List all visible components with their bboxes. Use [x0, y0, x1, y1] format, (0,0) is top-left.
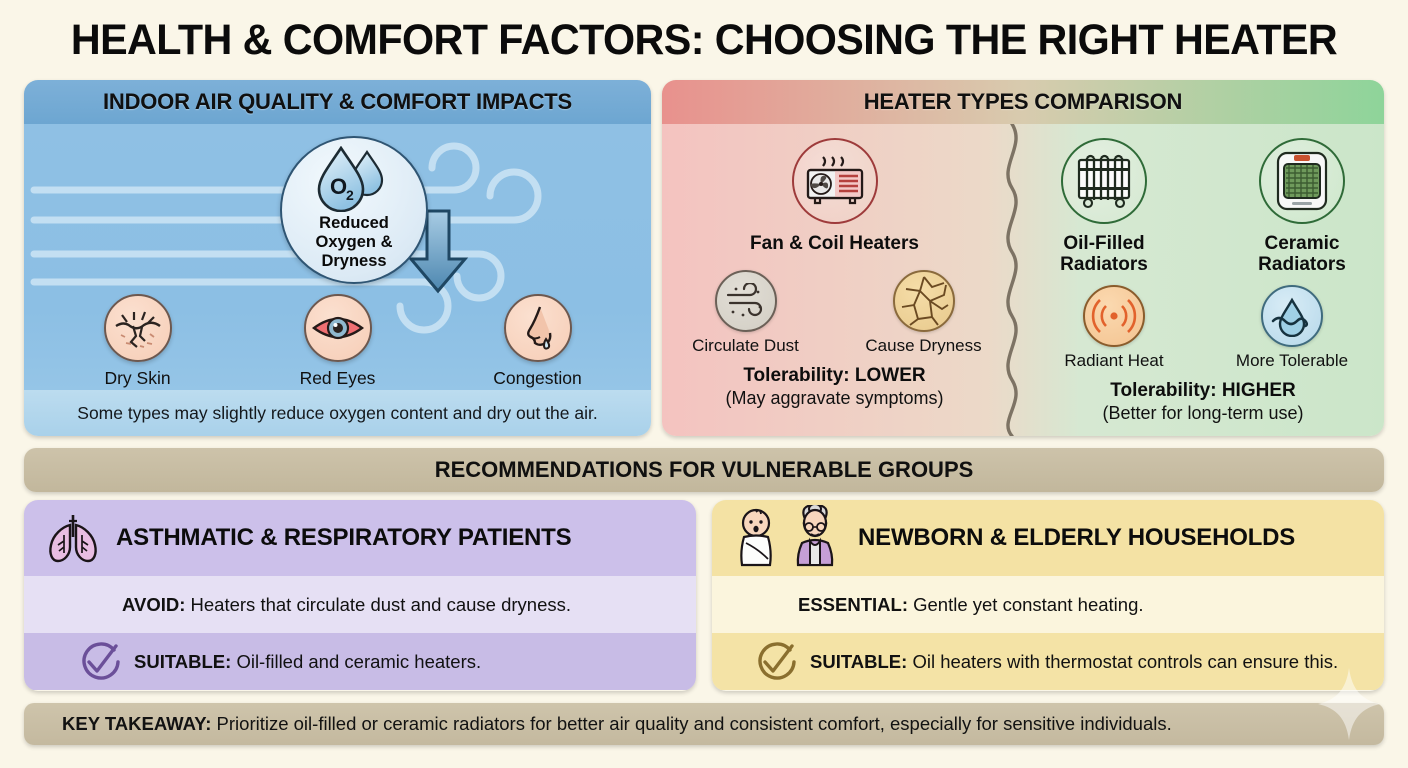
symptom-label: Red Eyes — [299, 368, 376, 388]
lungs-icon — [49, 515, 97, 563]
svg-text:2: 2 — [346, 187, 354, 203]
elderly-essential-text: Gentle yet constant heating. — [913, 593, 1144, 615]
fan-coil-column: Fan & Coil Heaters Circula — [662, 124, 1007, 409]
right-panel-header: HEATER TYPES COMPARISON — [662, 80, 1384, 124]
baby-elderly-icon — [740, 505, 834, 567]
asthma-avoid-row: AVOID: Heaters that circulate dust and c… — [24, 576, 696, 633]
badge-line-1: Reduced — [319, 214, 389, 232]
oil-filled-label-1: Oil-Filled — [1063, 233, 1145, 254]
sub-label: Radiant Heat — [1064, 351, 1164, 370]
red-eye-icon — [303, 294, 372, 362]
asthma-avoid-label: AVOID: — [122, 593, 191, 615]
asthma-suitable-row: SUITABLE: Oil-filled and ceramic heaters… — [24, 633, 696, 690]
sub-item: More Tolerable — [1218, 285, 1366, 371]
symptom-item: Congestion — [479, 294, 597, 389]
elderly-suitable-label: SUITABLE: — [810, 650, 913, 672]
oil-filled-label-2: Radiators — [1060, 254, 1148, 275]
symptom-label: Congestion — [493, 368, 582, 388]
cracked-dryness-icon — [892, 270, 955, 332]
fan-coil-sub-row: Circulate Dust Cause Dryness — [662, 270, 1007, 356]
svg-text:O: O — [330, 174, 347, 199]
radiator-item: Ceramic Radiators — [1227, 138, 1377, 275]
ceramic-label-1: Ceramic — [1264, 233, 1340, 254]
asthma-card-header: ASTHMATIC & RESPIRATORY PATIENTS — [24, 500, 696, 576]
check-circle-icon — [82, 641, 120, 680]
water-droplet-o2-icon: O 2 — [317, 146, 384, 212]
symptom-item: Dry Skin — [79, 294, 197, 389]
takeaway-label: KEY TAKEAWAY: — [62, 713, 217, 734]
symptoms-row: Dry Skin Red Eyes — [24, 294, 651, 389]
page-title: HEALTH & COMFORT FACTORS: CHOOSING THE R… — [70, 16, 1338, 64]
asthmatic-patients-card: ASTHMATIC & RESPIRATORY PATIENTS AVOID: … — [24, 500, 696, 691]
recommendations-band: RECOMMENDATIONS FOR VULNERABLE GROUPS — [24, 448, 1384, 492]
sub-label: Cause Dryness — [865, 336, 982, 355]
dry-skin-icon — [103, 294, 172, 362]
oil-filled-radiator-icon — [1061, 138, 1147, 224]
fan-coil-label: Fan & Coil Heaters — [750, 233, 919, 254]
badge-line-2: Oxygen & — [315, 233, 393, 251]
down-arrow-icon — [407, 209, 469, 294]
left-panel-header: INDOOR AIR QUALITY & COMFORT IMPACTS — [24, 80, 651, 124]
radiators-column: Oil-Filled Radiators — [1022, 124, 1384, 424]
newborn-elderly-card: NEWBORN & ELDERLY HOUSEHOLDS ESSENTIAL: … — [712, 500, 1384, 691]
sub-label: Circulate Dust — [692, 336, 799, 355]
asthma-suitable-text: Oil-filled and ceramic heaters. — [236, 650, 482, 672]
elderly-suitable-text: Oil heaters with thermostat controls can… — [912, 650, 1339, 672]
asthma-suitable-label: SUITABLE: — [134, 650, 237, 672]
tolerability-lower: Tolerability: LOWER — [743, 365, 926, 386]
takeaway-text: Prioritize oil-filled or ceramic radiato… — [216, 713, 1172, 734]
right-panel-body: Fan & Coil Heaters Circula — [662, 124, 1384, 436]
water-wave-tolerable-icon — [1261, 285, 1323, 347]
tolerability-lower-note: (May aggravate symptoms) — [725, 388, 944, 408]
elderly-card-header: NEWBORN & ELDERLY HOUSEHOLDS — [712, 500, 1384, 576]
sparkle-watermark-icon — [1318, 668, 1380, 740]
sub-item: Radiant Heat — [1040, 285, 1188, 371]
radiator-item: Oil-Filled Radiators — [1029, 138, 1179, 275]
sub-item: Circulate Dust — [672, 270, 820, 356]
circulate-dust-icon — [714, 270, 777, 332]
radiators-main-row: Oil-Filled Radiators — [1022, 138, 1384, 275]
reduced-oxygen-badge: O 2 Reduced Oxygen & Dryness — [280, 136, 428, 284]
heater-types-panel: HEATER TYPES COMPARISON — [662, 80, 1384, 436]
elderly-essential-row: ESSENTIAL: Gentle yet constant heating. — [712, 576, 1384, 633]
asthma-avoid-text: Heaters that circulate dust and cause dr… — [190, 593, 572, 615]
ceramic-radiator-icon — [1259, 138, 1345, 224]
sub-label: More Tolerable — [1235, 351, 1349, 370]
asthma-card-title: ASTHMATIC & RESPIRATORY PATIENTS — [116, 524, 572, 551]
symptom-label: Dry Skin — [104, 368, 171, 388]
indoor-air-quality-panel: INDOOR AIR QUALITY & COMFORT IMPACTS — [24, 80, 651, 436]
left-panel-body: O 2 Reduced Oxygen & Dryness — [24, 124, 651, 390]
tolerability-higher-note: (Better for long-term use) — [1102, 403, 1304, 423]
badge-line-3: Dryness — [321, 252, 387, 270]
key-takeaway-bar: KEY TAKEAWAY: Prioritize oil-filled or c… — [24, 703, 1384, 745]
elderly-card-title: NEWBORN & ELDERLY HOUSEHOLDS — [858, 524, 1296, 551]
check-circle-icon — [758, 641, 796, 680]
elderly-suitable-row: SUITABLE: Oil heaters with thermostat co… — [712, 633, 1384, 690]
ceramic-label-2: Radiators — [1258, 254, 1346, 275]
symptom-item: Red Eyes — [279, 294, 397, 389]
sub-item: Cause Dryness — [850, 270, 998, 356]
elderly-essential-label: ESSENTIAL: — [798, 593, 914, 615]
tolerability-higher: Tolerability: HIGHER — [1110, 380, 1296, 401]
left-panel-footnote: Some types may slightly reduce oxygen co… — [24, 390, 651, 436]
nose-congestion-icon — [503, 294, 572, 362]
radiators-sub-row: Radiant Heat More Tolerable — [1022, 285, 1384, 371]
wavy-divider — [1006, 124, 1018, 436]
fan-coil-heater-icon — [791, 138, 878, 224]
radiant-heat-icon — [1083, 285, 1145, 347]
